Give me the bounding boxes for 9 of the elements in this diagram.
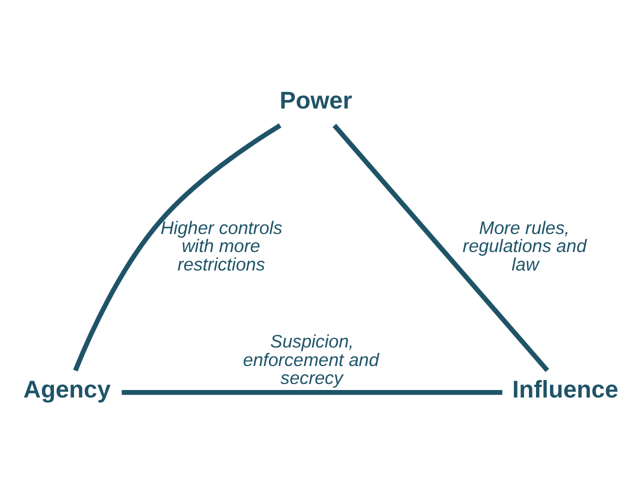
connector <box>122 390 502 395</box>
edge-label: Suspicion, enforcement and secrecy <box>243 332 379 388</box>
connector <box>73 123 282 372</box>
node-text: Influence <box>512 376 618 404</box>
node-text: Power <box>280 87 352 114</box>
edge-label: More rules, regulations and law <box>462 218 587 274</box>
edge-label: Higher controls with more restrictions <box>160 218 282 274</box>
connector <box>332 124 550 372</box>
node-text: Agency <box>23 376 111 404</box>
